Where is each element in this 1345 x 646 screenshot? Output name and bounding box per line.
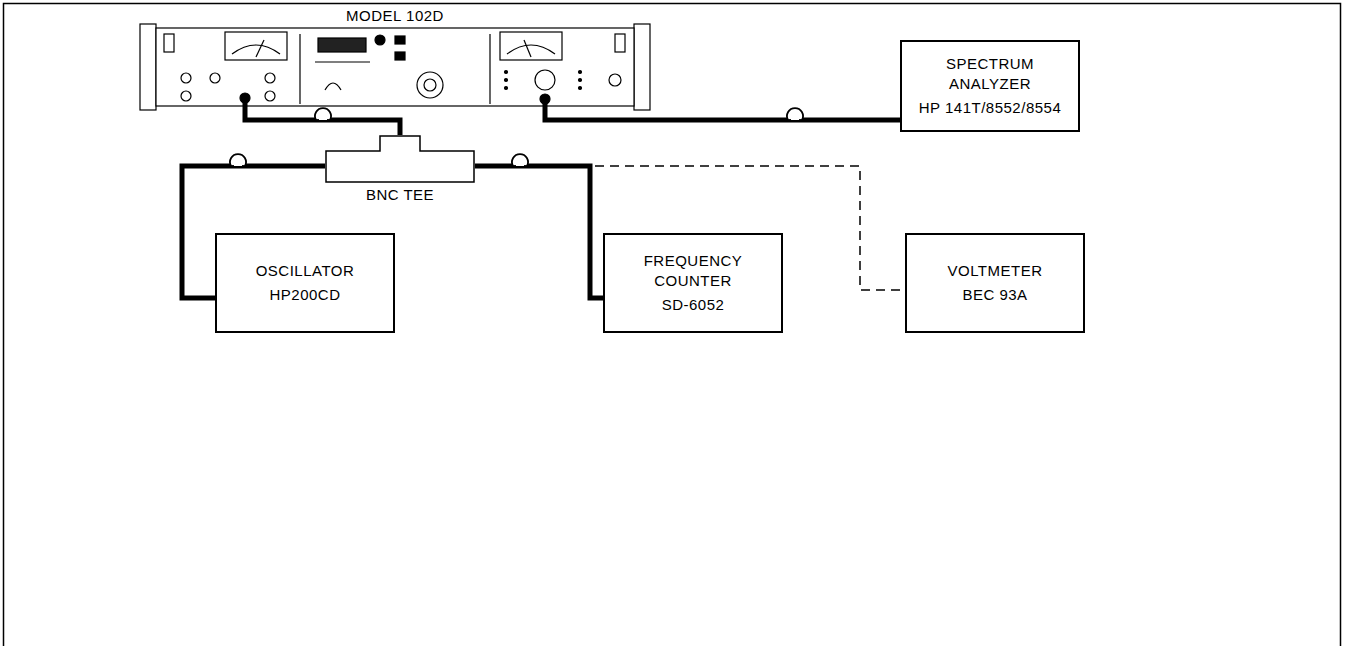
cable-loop-foot	[227, 165, 234, 167]
panel-divider	[489, 34, 490, 104]
cable-symbol	[312, 108, 334, 120]
instrument-box: SPECTRUM ANALYZER HP 141T/8552/8554	[900, 40, 1080, 132]
node-label: OSCILLATOR	[256, 261, 355, 281]
meter	[500, 32, 562, 60]
display	[318, 38, 366, 52]
coax-cable	[475, 166, 603, 298]
panel-divider	[299, 34, 300, 104]
meter-scale	[507, 45, 555, 54]
knob	[609, 74, 621, 86]
cable-loop	[230, 154, 246, 166]
cable-stub	[543, 100, 548, 110]
cable-loop-foot	[784, 119, 791, 121]
cable-loop-foot	[327, 119, 334, 121]
instrument-box: OSCILLATOR HP200CD	[215, 233, 395, 333]
cable-loop-foot	[524, 165, 531, 167]
front-panel	[156, 28, 634, 106]
instrument-box: VOLTMETER BEC 93A	[905, 233, 1085, 333]
cable-loop-foot	[242, 165, 249, 167]
model-number: BEC 93A	[962, 285, 1027, 305]
tee-outline	[326, 136, 474, 182]
instrument-body	[140, 24, 650, 110]
knob	[265, 73, 275, 83]
cable-loop-foot	[799, 119, 806, 121]
bnc-tee: BNC TEE	[325, 135, 475, 205]
dot	[579, 87, 582, 90]
border-frame	[4, 4, 1341, 646]
cable-symbol	[509, 154, 531, 166]
dot	[505, 79, 508, 82]
node-label: FREQUENCY COUNTER	[615, 251, 771, 292]
node-label: VOLTMETER	[947, 261, 1042, 281]
cable-symbol	[227, 154, 249, 166]
rack-handle	[140, 24, 156, 110]
instrument-unit: MODEL 102D	[140, 6, 650, 110]
node-label: MODEL 102D	[140, 6, 650, 26]
meter-needle	[524, 40, 531, 57]
indicator	[375, 35, 385, 45]
instrument-box: FREQUENCY COUNTER SD-6052	[603, 233, 783, 333]
meter-scale	[232, 45, 280, 54]
switch	[164, 34, 174, 52]
tuning-knob	[417, 72, 443, 98]
cable-loop	[512, 154, 528, 166]
knob	[181, 91, 191, 101]
cable-loop	[315, 108, 331, 120]
meter	[225, 32, 287, 60]
rack-handle	[634, 24, 650, 110]
tuning-knob	[424, 79, 436, 91]
button	[395, 52, 405, 60]
meter-needle	[256, 40, 264, 57]
knob	[181, 73, 191, 83]
range-knob	[535, 70, 555, 90]
scale-mark	[315, 61, 370, 62]
cable-loop-foot	[509, 165, 516, 167]
cable-symbol	[784, 108, 806, 120]
switch	[615, 34, 625, 52]
node-label: SPECTRUM ANALYZER	[912, 54, 1068, 95]
model-number: HP 141T/8552/8554	[919, 98, 1062, 118]
tee-shape	[325, 135, 475, 183]
lever	[325, 83, 341, 90]
cable-loop	[787, 108, 803, 120]
model-number: SD-6052	[662, 295, 725, 315]
dot	[579, 79, 582, 82]
cable-loop-foot	[312, 119, 319, 121]
model-number: HP200CD	[269, 285, 340, 305]
cable-stub	[243, 100, 248, 110]
coax-cable	[545, 110, 900, 120]
node-label: BNC TEE	[305, 185, 495, 205]
dot	[579, 71, 582, 74]
dot	[505, 87, 508, 90]
dot	[505, 71, 508, 74]
button	[395, 36, 405, 44]
knob	[265, 91, 275, 101]
knob	[210, 73, 220, 83]
